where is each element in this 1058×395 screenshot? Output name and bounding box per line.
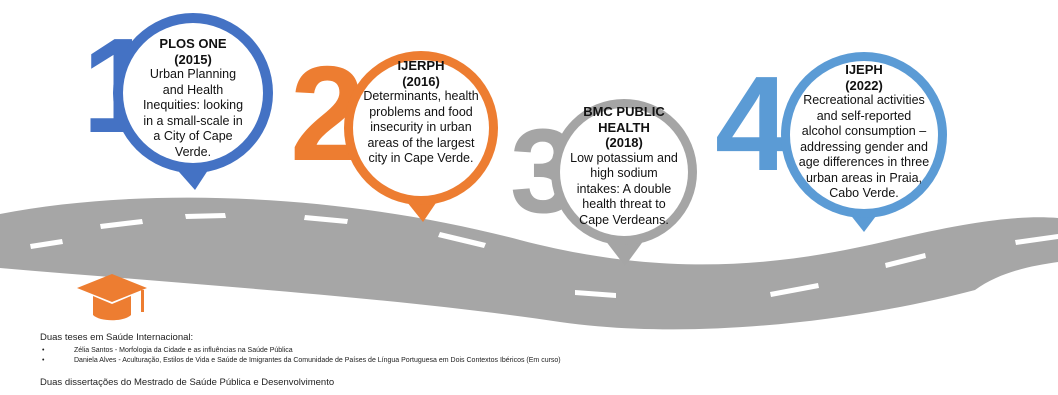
milestone-number: 4 — [715, 48, 790, 199]
milestone-pin — [113, 13, 273, 190]
milestone-pin — [781, 52, 947, 232]
thesis-text: Daniela Alves - Aculturação, Estilos de … — [74, 357, 561, 364]
graduation-cap-icon — [77, 274, 147, 321]
milestone-label: IJERPH (2016) Determinants, health probl… — [360, 58, 482, 167]
road-dash — [438, 232, 486, 248]
journal-name: IJEPH — [845, 62, 883, 77]
milestone-pin — [344, 51, 498, 222]
article-title: Determinants, health problems and food i… — [363, 89, 479, 165]
road-markings — [30, 213, 1058, 298]
list-item: • Zélia Santos - Morfologia da Cidade e a… — [40, 346, 1040, 356]
road-dash — [770, 283, 819, 297]
journal-name: BMC PUBLIC HEALTH — [583, 104, 665, 135]
milestone-label: PLOS ONE (2015) Urban Planning and Healt… — [141, 36, 245, 160]
road-dash — [304, 215, 348, 224]
thesis-text: Zélia Santos - Morfologia da Cidade e as… — [74, 347, 293, 354]
journal-name: IJERPH — [397, 58, 445, 73]
road-dash — [885, 253, 926, 268]
notes-section: Duas teses em Saúde Internacional: • Zéli… — [40, 332, 1040, 388]
article-title: Recreational activities and self-reporte… — [798, 93, 930, 200]
road-dash — [30, 239, 63, 249]
dissertations-title: Duas dissertações do Mestrado de Saúde P… — [40, 377, 335, 388]
publication-year: (2022) — [845, 77, 883, 93]
article-title: Urban Planning and Health Inequities: lo… — [142, 67, 244, 159]
milestone-pin — [551, 99, 697, 266]
publication-year: (2015) — [174, 51, 212, 67]
theses-title: Duas teses em Saúde Internacional: — [40, 332, 194, 343]
road-dash — [575, 290, 616, 298]
article-title: Low potassium and high sodium intakes: A… — [570, 150, 678, 227]
road-dash — [100, 219, 143, 229]
milestone-label: BMC PUBLIC HEALTH (2018) Low potassium a… — [570, 104, 678, 228]
bullet: • — [42, 347, 45, 354]
milestone-label: IJEPH (2022) Recreational activities and… — [797, 62, 931, 202]
bullet: • — [42, 357, 45, 364]
publication-year: (2018) — [605, 135, 643, 150]
list-item: • Daniela Alves - Aculturação, Estilos de… — [40, 356, 1040, 366]
journal-name: PLOS ONE — [159, 36, 227, 51]
theses-list: • Zélia Santos - Morfologia da Cidade e a… — [40, 346, 1040, 366]
publication-year: (2016) — [402, 73, 440, 89]
road-dash — [185, 213, 226, 219]
road-dash — [1015, 234, 1058, 245]
road — [0, 197, 1058, 330]
